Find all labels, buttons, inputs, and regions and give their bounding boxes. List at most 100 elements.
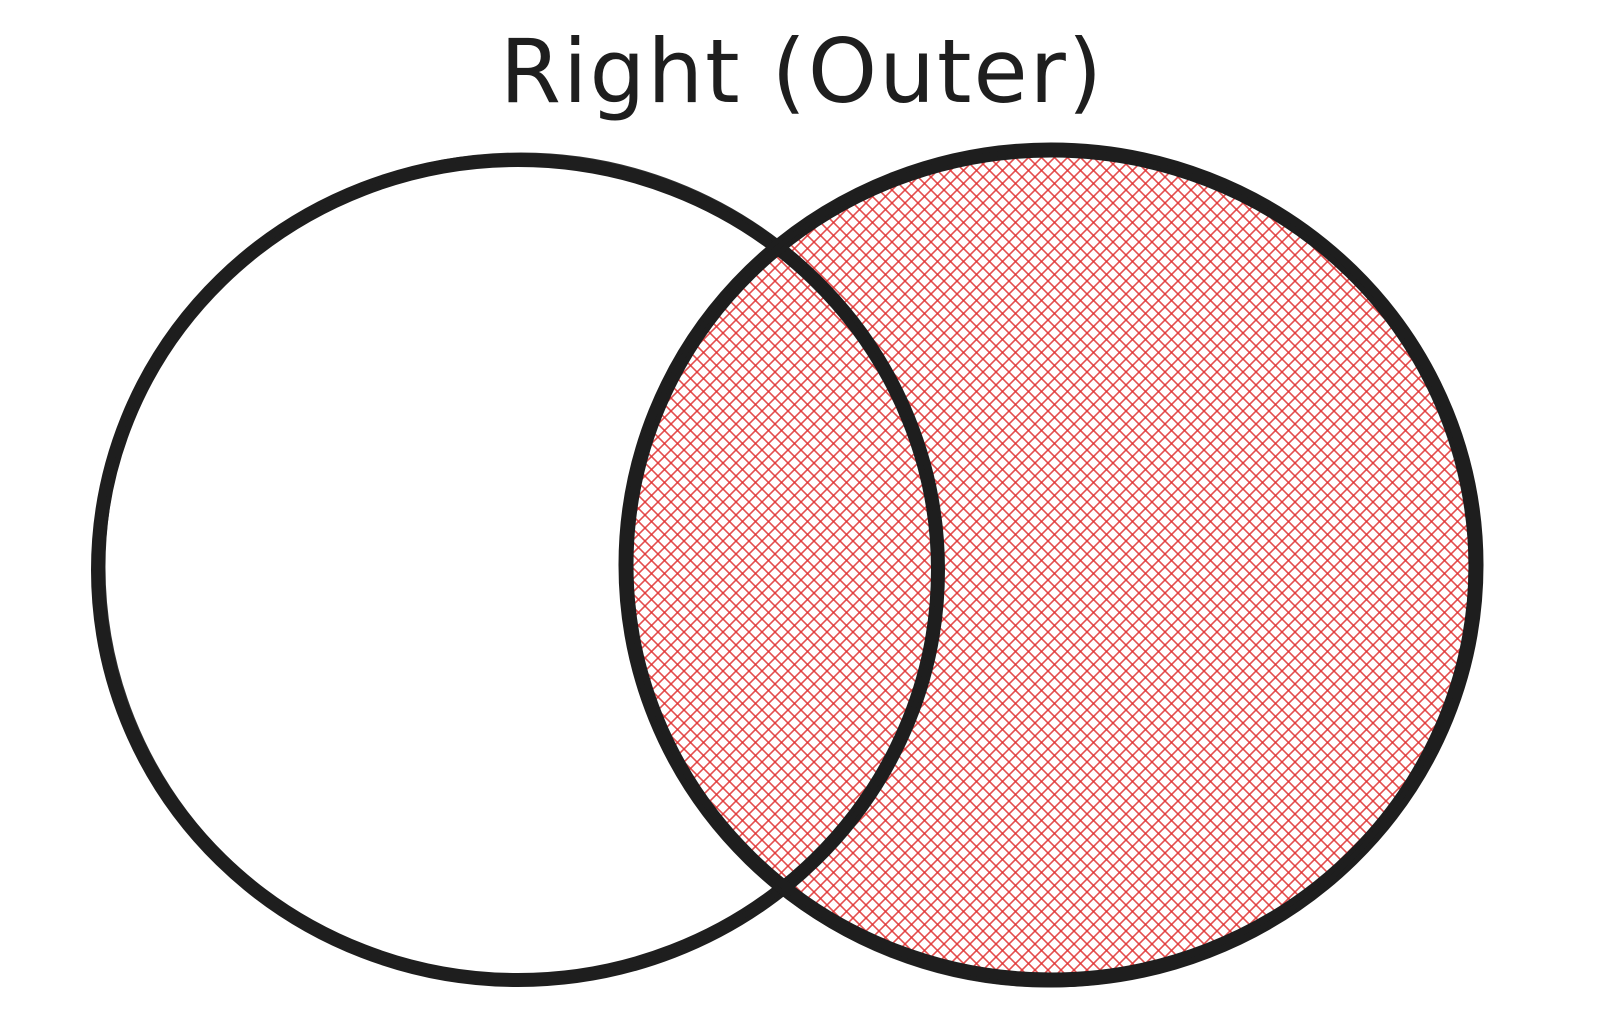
hatch-line — [0, 130, 68, 1000]
hatch-line — [626, 150, 810, 980]
hatch-line — [0, 130, 376, 1000]
hatch-line — [978, 150, 1476, 980]
hatch-line — [1547, 130, 1603, 1000]
hatch-line — [1525, 130, 1603, 1000]
hatch-line — [939, 150, 1476, 980]
hatch-line — [0, 130, 181, 1000]
hatch-line — [0, 130, 523, 1000]
hatch-line — [0, 130, 159, 1000]
hatch-line — [0, 130, 588, 1000]
hatch-line — [0, 130, 532, 1000]
hatch-line — [626, 150, 1109, 980]
hatch-line — [900, 150, 1476, 980]
hatch-line — [1325, 150, 1476, 980]
hatch-line — [1538, 130, 1603, 1000]
hatch-line — [626, 150, 1356, 980]
hatch-line — [913, 150, 1476, 980]
hatch-line — [626, 150, 936, 980]
hatch-line — [0, 130, 432, 1000]
hatch-line — [626, 150, 992, 980]
hatch-line — [0, 130, 38, 1000]
hatch-line — [1534, 130, 1603, 1000]
hatch-line — [626, 150, 1417, 980]
hatch-line — [0, 130, 328, 1000]
hatch-line — [0, 130, 402, 1000]
hatch-line — [626, 150, 1343, 980]
hatch-line — [1186, 150, 1476, 980]
hatch-line — [0, 130, 315, 1000]
hatch-line — [861, 150, 1476, 980]
hatch-line — [0, 130, 77, 1000]
hatch-line — [626, 150, 1274, 980]
hatch-line — [1117, 150, 1476, 980]
hatch-line — [626, 150, 1404, 980]
hatch-line — [1377, 150, 1476, 980]
hatch-line — [1482, 130, 1603, 1000]
hatch-line — [1551, 130, 1603, 1000]
hatch-line — [701, 150, 1476, 980]
hatch-line — [626, 150, 771, 980]
hatch-line — [626, 150, 715, 980]
hatch-line — [1599, 130, 1603, 1000]
hatch-line — [0, 130, 519, 1000]
hatch-line — [991, 150, 1476, 980]
hatch-line — [0, 130, 107, 1000]
hatch-line — [626, 150, 1395, 980]
hatch-line — [626, 150, 1317, 980]
hatch-line — [0, 130, 510, 1000]
hatch-line — [727, 150, 1476, 980]
hatch-line — [626, 150, 780, 980]
hatch-line — [0, 130, 311, 1000]
hatch-line — [626, 150, 832, 980]
hatch-line — [0, 130, 250, 1000]
hatch-line — [626, 150, 1239, 980]
hatch-line — [626, 150, 1443, 980]
hatch-line — [1312, 150, 1476, 980]
hatch-line — [626, 150, 1430, 980]
hatch-line — [0, 130, 441, 1000]
hatch-line — [1381, 150, 1476, 980]
hatch-line — [718, 150, 1476, 980]
hatch-line — [0, 130, 64, 1000]
hatch-line — [626, 150, 1001, 980]
hatch-line — [626, 150, 1300, 980]
hatch-line — [626, 150, 1014, 980]
hatch-line — [1082, 150, 1476, 980]
hatch-line — [1316, 150, 1476, 980]
hatch-line — [626, 150, 767, 980]
hatch-line — [1429, 150, 1476, 980]
hatch-line — [626, 150, 1092, 980]
hatch-line — [1121, 150, 1476, 980]
hatch-line — [848, 150, 1476, 980]
hatch-line — [626, 150, 1040, 980]
hatch-line — [626, 150, 1174, 980]
hatch-line — [0, 130, 133, 1000]
hatch-line — [822, 150, 1476, 980]
hatch-line — [626, 150, 1131, 980]
hatch-line — [0, 130, 601, 1000]
hatch-line — [626, 150, 1157, 980]
hatch-line — [626, 150, 754, 980]
hatch-line — [626, 150, 1053, 980]
hatch-line — [626, 150, 1027, 980]
hatch-line — [1407, 150, 1476, 980]
hatch-line — [626, 150, 858, 980]
hatch-line — [626, 150, 1083, 980]
hatch-line — [0, 130, 428, 1000]
hatch-line — [626, 150, 1183, 980]
hatch-line — [626, 150, 1070, 980]
hatch-line — [626, 150, 1096, 980]
hatch-line — [1403, 150, 1476, 980]
hatch-line — [626, 150, 836, 980]
hatch-line — [0, 130, 350, 1000]
hatch-line — [1030, 150, 1476, 980]
hatch-line — [0, 130, 94, 1000]
hatch-line — [1577, 130, 1603, 1000]
hatch-line — [1004, 150, 1476, 980]
hatch-line — [1056, 150, 1476, 980]
hatch-line — [626, 150, 1434, 980]
hatch-line — [626, 150, 871, 980]
hatch-line — [626, 150, 1248, 980]
hatch-line — [626, 150, 1421, 980]
hatch-line — [1512, 130, 1603, 1000]
